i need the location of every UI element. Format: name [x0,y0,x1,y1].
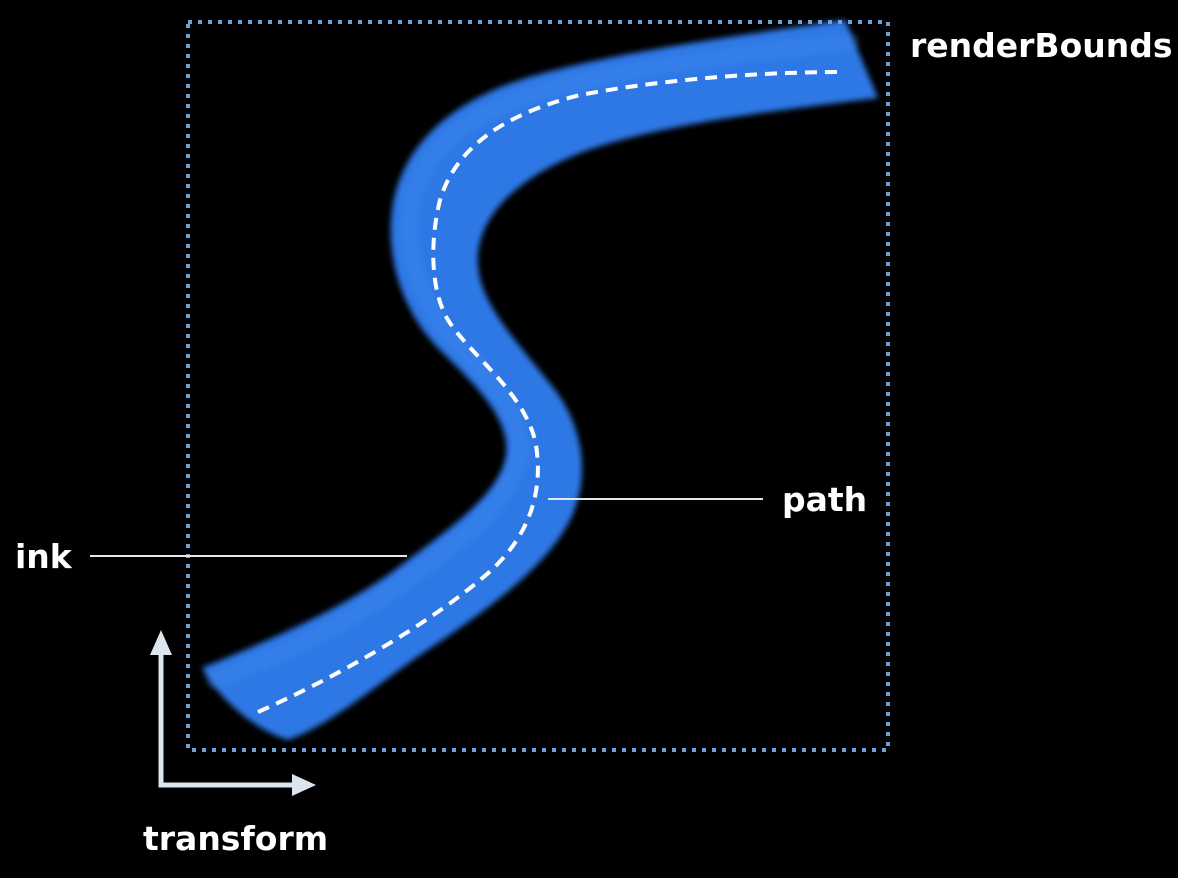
render-bounds-outline [186,20,890,752]
transform-axes-lines [158,650,300,788]
transform-axes [150,630,316,796]
path-label: path [782,480,867,519]
x-axis-arrowhead-icon [292,774,316,796]
transform-label: transform [143,819,328,858]
ink-stroke [202,20,878,740]
ink-label: ink [15,537,73,576]
path-centerline [257,70,841,714]
y-axis-arrowhead-icon [150,630,172,655]
render-bounds-label: renderBounds [910,26,1173,65]
